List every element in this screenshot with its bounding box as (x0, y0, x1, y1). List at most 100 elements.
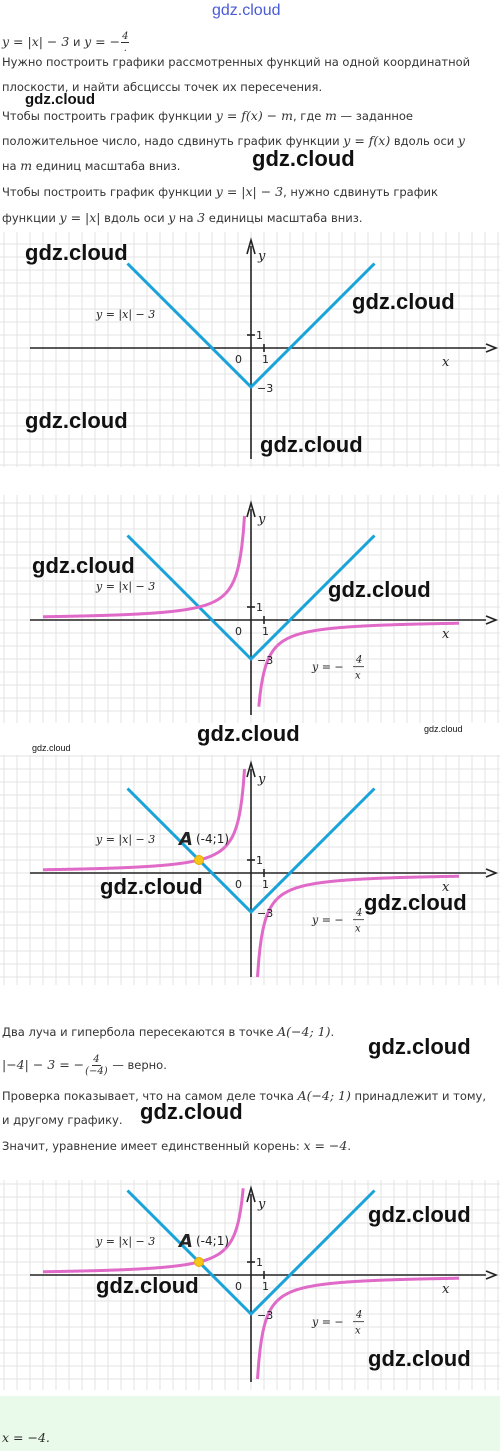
conclusion-point: A(−4; 1) (277, 1024, 331, 1039)
x-one-label: 1 (262, 353, 269, 366)
intro-line4-text2: вдоль оси (390, 134, 458, 148)
hyperbola-label-num: 4 (355, 655, 362, 666)
x-axis-arrow (485, 343, 499, 353)
watermark: gdz.cloud (368, 1202, 471, 1227)
intro-line5-m: m (20, 158, 33, 173)
watermark: gdz.cloud (25, 91, 95, 108)
conclusion-line1-dot: . (330, 1025, 335, 1039)
watermark: gdz.cloud (328, 577, 431, 602)
y-axis-label: y (257, 512, 266, 527)
intro-line5-text2: единиц масштаба вниз. (32, 159, 181, 173)
intro-line7-text2: вдоль оси (100, 211, 169, 225)
point-a-label: A (177, 829, 193, 850)
watermark-top: gdz.cloud (212, 2, 281, 19)
conclusion-line5-dot: . (347, 1139, 352, 1153)
point-a-coords: (-4;1) (196, 1234, 229, 1248)
watermark: gdz.cloud (100, 874, 203, 899)
answer-box (0, 1396, 500, 1451)
intro-line7-3: 3 (197, 210, 206, 225)
check-fraction: 4(−4) (85, 1054, 108, 1077)
origin-label: 0 (235, 1280, 242, 1293)
watermark: gdz.cloud (260, 432, 363, 457)
point-a (194, 855, 204, 865)
intro-line4: положительное число, надо сдвинуть графи… (2, 133, 496, 149)
abs-function-label: y = |x| − 3 (95, 1235, 155, 1249)
watermark: gdz.cloud (364, 890, 467, 915)
watermark: gdz.cloud (32, 553, 135, 578)
answer-text: x = −4. (2, 1430, 50, 1445)
x-axis-arrow (485, 1270, 499, 1280)
equation-hyperbola: y = − (84, 34, 121, 49)
x-one-label: 1 (262, 625, 269, 638)
point-a-coords: (-4;1) (196, 832, 229, 846)
intro-line3-text2: , где (292, 109, 326, 123)
watermark: gdz.cloud (32, 743, 71, 753)
hyperbola-label-den: x (355, 671, 361, 682)
hyperbola-left-branch (42, 515, 246, 619)
watermark: gdz.cloud (25, 408, 128, 433)
y-one-label: 1 (256, 854, 263, 867)
conclusion-line2: |−4| − 3 = −4(−4) — верно. (2, 1054, 496, 1077)
abs-function-line (126, 534, 376, 661)
hyperbola-label-den: x (355, 1326, 361, 1337)
y-axis-arrow (246, 237, 256, 255)
watermark: gdz.cloud (424, 724, 463, 734)
abs-function-label: y = |x| − 3 (95, 308, 155, 322)
intro-line5-text: на (2, 159, 21, 173)
x-one-label: 1 (262, 878, 269, 891)
conclusion-line3-text: Проверка показывает, что на самом деле т… (2, 1089, 298, 1103)
intro-line2: плоскости, и найти абсциссы точек их пер… (2, 80, 323, 94)
y-axis-arrow (246, 500, 256, 518)
watermark: gdz.cloud (140, 1099, 243, 1124)
hyperbola-right-branch (257, 621, 460, 707)
hyperbola-label: y = − (311, 914, 344, 927)
check-frac-den: (−4) (85, 1066, 108, 1077)
intro-line5: на m единиц масштаба вниз. (2, 158, 496, 174)
intro-line3-text3: — заданное (336, 109, 414, 123)
conclusion-root: x = −4 (303, 1138, 348, 1153)
x-axis-label: x (442, 1282, 450, 1297)
intro-line6: Чтобы построить график функции y = |x| −… (2, 184, 496, 200)
intro-line7-formula: y = |x| (59, 210, 101, 225)
intro-line3-formula: y = f(x) − m (215, 108, 293, 123)
minus-three-label: −3 (257, 382, 273, 395)
watermark: gdz.cloud (96, 1273, 199, 1298)
x-axis-label: x (442, 355, 450, 370)
intro-line7: функции y = |x| вдоль оси y на 3 единицы… (2, 210, 496, 226)
y-axis-arrow (246, 760, 256, 778)
hyperbola-label: y = − (311, 1316, 344, 1329)
y-axis-label: y (257, 772, 266, 787)
abs-function-label: y = |x| − 3 (95, 833, 155, 847)
grid (0, 755, 500, 985)
intro-line1: Нужно построить графики рассмотренных фу… (2, 55, 471, 69)
point-a-label: A (177, 1231, 193, 1252)
hyperbola-left-branch (42, 768, 246, 872)
watermark: gdz.cloud (197, 721, 300, 746)
conclusion-line5: Значит, уравнение имеет единственный кор… (2, 1138, 496, 1154)
intro-line4-formula: y = f(x) (343, 133, 391, 148)
abs-function-line (126, 262, 376, 389)
conclusion-point-2: A(−4; 1) (297, 1088, 351, 1103)
hyperbola-label-num: 4 (355, 1310, 362, 1321)
intro-line7-text4: единицы масштаба вниз. (205, 211, 363, 225)
y-one-label: 1 (256, 329, 263, 342)
intro-frac-num: 4 (121, 31, 130, 43)
x-one-label: 1 (262, 1280, 269, 1293)
intro-line6-formula: y = |x| − 3 (215, 184, 284, 199)
minus-three-label: −3 (257, 907, 273, 920)
intro-line7-y: y (168, 210, 176, 225)
conclusion-line5-text: Значит, уравнение имеет единственный кор… (2, 1139, 304, 1153)
origin-label: 0 (235, 625, 242, 638)
x-axis-label: x (442, 880, 450, 895)
intro-line6-text2: , нужно сдвинуть график (283, 185, 438, 199)
minus-three-label: −3 (257, 1309, 273, 1322)
check-frac-num: 4 (92, 1054, 101, 1066)
